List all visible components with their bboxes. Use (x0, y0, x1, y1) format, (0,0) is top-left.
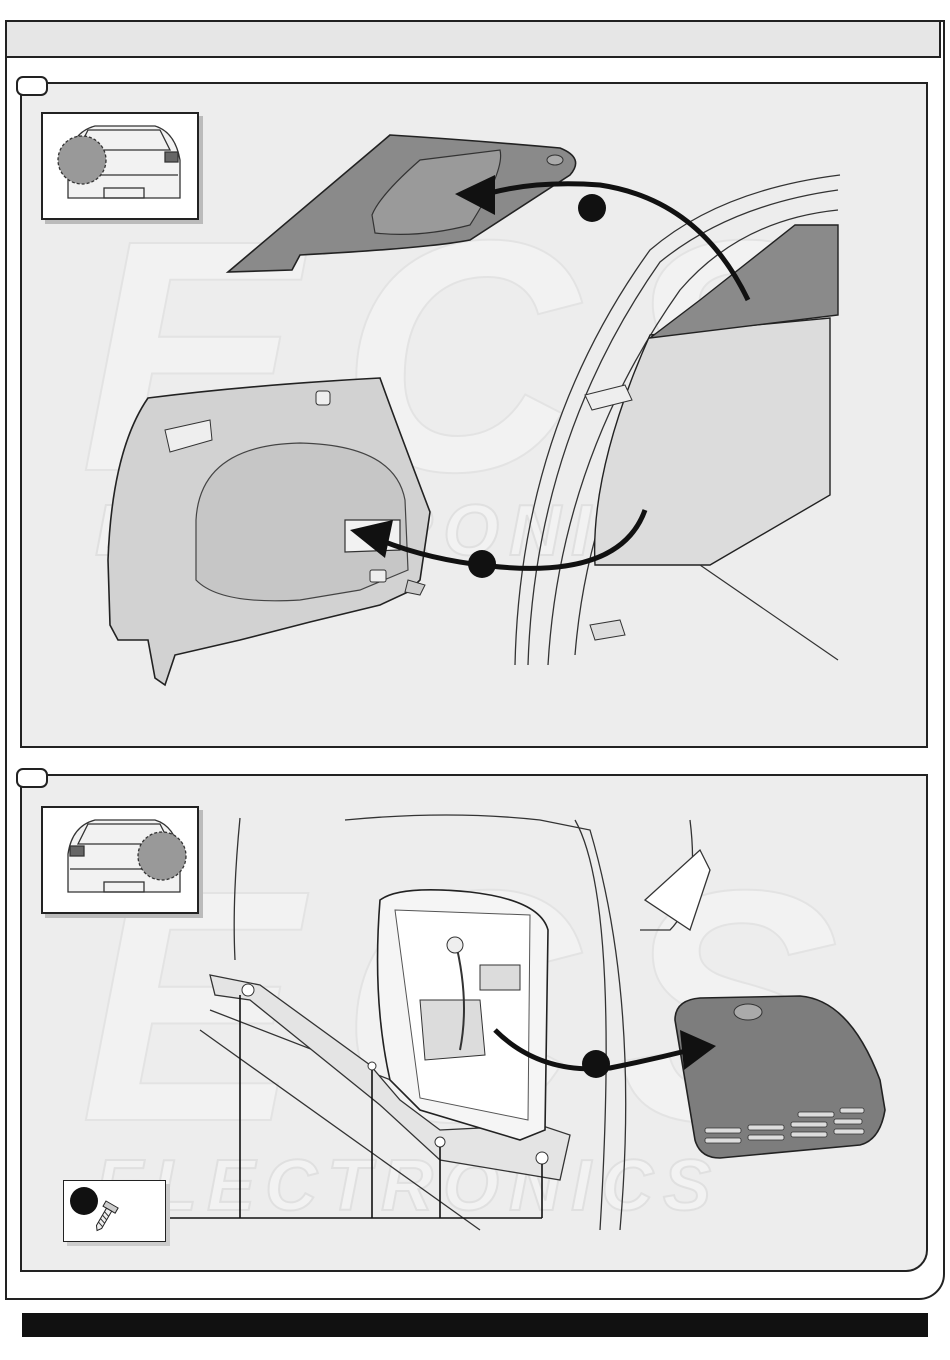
screw-icon (64, 1181, 167, 1243)
thumb-2-car-icon (68, 820, 186, 892)
thumb-1-car-icon (58, 126, 180, 198)
callout-2a (582, 1050, 610, 1078)
footer-bar (22, 1313, 928, 1337)
callout-1b (468, 550, 496, 578)
fastener-legend (63, 1180, 166, 1242)
callout-1a (578, 194, 606, 222)
car-side-trim-installed (595, 318, 830, 565)
